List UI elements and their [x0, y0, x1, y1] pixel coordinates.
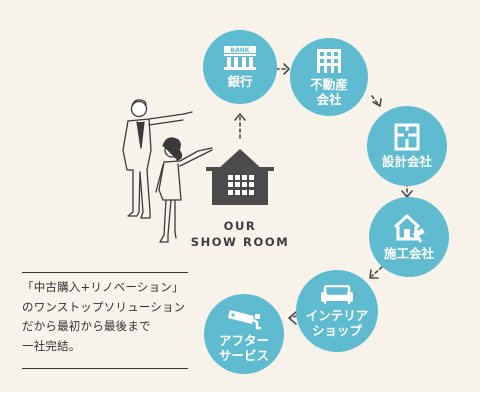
man-figure: [122, 99, 193, 219]
sofa-icon: [321, 284, 353, 304]
woman-figure: [155, 137, 213, 243]
step-label: インテリア ショップ: [305, 307, 369, 338]
svg-text:BANK: BANK: [231, 47, 250, 54]
building-icon: [317, 48, 341, 73]
step-interior-shop: インテリア ショップ: [296, 270, 378, 352]
tagline: 「中古購入+リノベーション」 のワンストップソリューション だから最初から最後ま…: [22, 280, 186, 353]
house-hammer-icon: [393, 213, 425, 243]
step-real-estate: 不動産 会社: [290, 38, 368, 116]
bank-icon: BANK: [224, 46, 256, 70]
step-bank: BANK 銀行: [203, 30, 277, 104]
floorplan-icon: [394, 123, 420, 151]
step-label: アフター サービス: [218, 332, 269, 363]
step-label: 銀行: [227, 74, 253, 89]
showroom-label: OUR SHOW ROOM: [190, 219, 290, 249]
tagline-top-rule: [22, 272, 188, 273]
arrow-down-left-icon: [371, 266, 383, 277]
arrow-down-right-icon: [371, 95, 379, 105]
step-after-service: アフター サービス: [204, 294, 284, 374]
step-construction: 施工会社: [369, 197, 449, 277]
showroom-house-icon: [206, 149, 274, 205]
step-label: 設計会社: [381, 154, 432, 169]
step-design-firm: 設計会社: [367, 106, 447, 186]
step-label: 施工会社: [383, 246, 434, 261]
tagline-bottom-rule: [22, 368, 188, 369]
cctv-camera-icon: [228, 309, 261, 329]
step-label: 不動産 会社: [310, 76, 348, 107]
